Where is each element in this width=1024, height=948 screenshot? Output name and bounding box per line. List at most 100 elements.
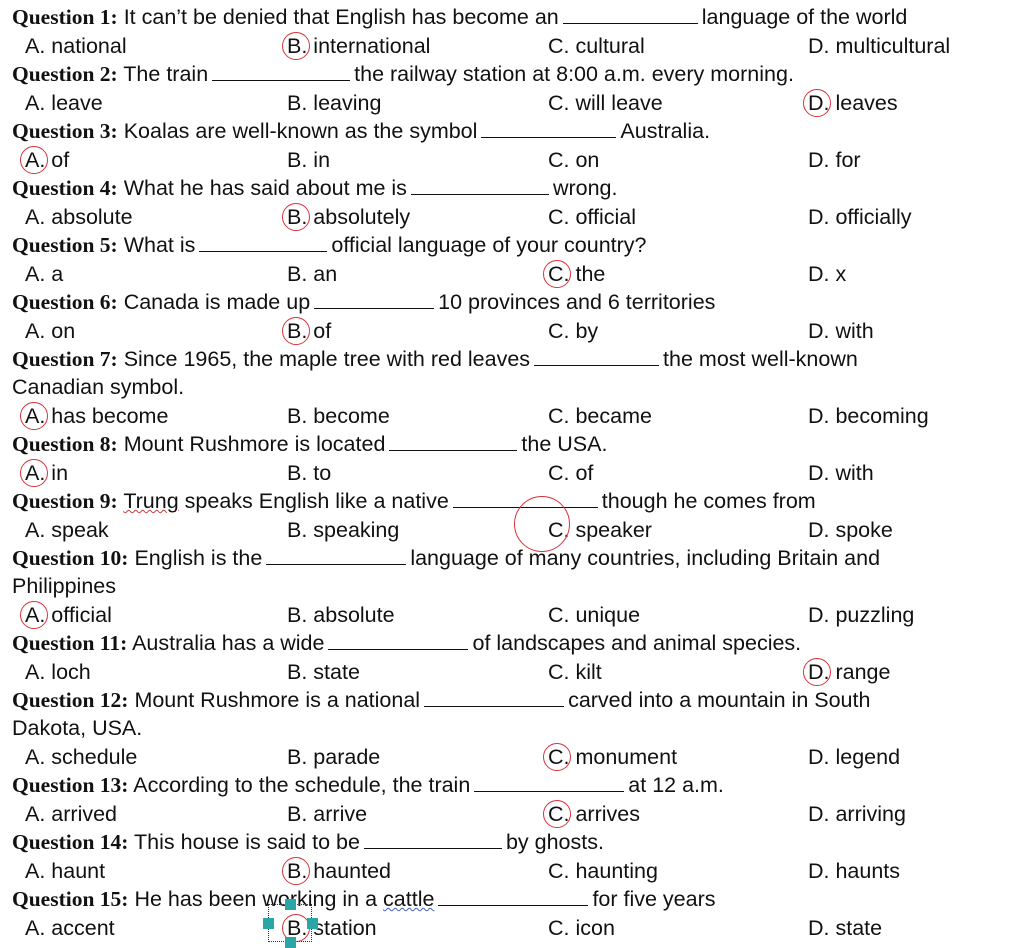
question-stem: Since 1965, the maple tree with red leav…	[117, 347, 531, 371]
option-a[interactable]: A. arrived	[25, 802, 118, 826]
option-a[interactable]: A. loch	[25, 660, 91, 684]
option-d[interactable]: D. range	[803, 658, 890, 686]
option-c[interactable]: C. monument	[543, 743, 677, 771]
option-c[interactable]: C. of	[548, 461, 594, 485]
option-a[interactable]: A. accent	[25, 916, 115, 940]
selection-box[interactable]	[263, 899, 318, 948]
option-c[interactable]: C. on	[548, 148, 600, 172]
option-c[interactable]: C. kilt	[548, 660, 602, 684]
question-9-text: Question 9: Trung speaks English like a …	[12, 488, 1024, 514]
option-d[interactable]: D. arriving	[808, 802, 906, 826]
resize-handle[interactable]	[285, 899, 296, 910]
question-stem: According to the schedule, the train	[128, 773, 471, 797]
option-d[interactable]: D. x	[808, 262, 847, 286]
option-d[interactable]: D. puzzling	[808, 603, 915, 627]
option-b[interactable]: B. international	[282, 32, 430, 60]
resize-handle[interactable]	[307, 918, 318, 929]
option-b[interactable]: B. to	[287, 461, 332, 485]
question-3-options: A. of B. in C. on D. for	[0, 146, 1024, 174]
option-b[interactable]: B. leaving	[287, 91, 382, 115]
option-d[interactable]: D. haunts	[808, 859, 901, 883]
question-stem: What is	[117, 233, 196, 257]
answer-circle-mark	[543, 260, 571, 288]
question-label: Question 4:	[12, 176, 118, 200]
option-a[interactable]: A. speak	[25, 518, 109, 542]
question-label: Question 15:	[12, 887, 129, 911]
option-d[interactable]: D. multicultural	[808, 34, 951, 58]
question-stem: It can’t be denied that English has beco…	[117, 5, 559, 29]
option-c[interactable]: C. icon	[548, 916, 615, 940]
question-stem-end: the USA.	[521, 432, 608, 456]
option-d[interactable]: D. state	[808, 916, 883, 940]
option-b[interactable]: B. arrive	[287, 802, 368, 826]
question-2-options: A. leave B. leaving C. will leave D. leaves	[0, 89, 1024, 117]
option-a[interactable]: A. in	[20, 459, 68, 487]
option-a[interactable]: A. has become	[20, 402, 168, 430]
option-a[interactable]: A. a	[25, 262, 64, 286]
answer-blank	[562, 9, 698, 24]
option-b[interactable]: B. absolute	[287, 603, 395, 627]
option-c[interactable]: C. haunting	[548, 859, 658, 883]
answer-blank	[266, 550, 407, 565]
option-a[interactable]: A. official	[20, 601, 112, 629]
option-a[interactable]: A. schedule	[25, 745, 138, 769]
option-c[interactable]: C. cultural	[548, 34, 645, 58]
option-b[interactable]: B. in	[287, 148, 331, 172]
question-3-text: Question 3: Koalas are well-known as the…	[12, 118, 1024, 144]
option-c[interactable]: C. became	[548, 404, 652, 428]
question-12-continuation: Dakota, USA.	[12, 716, 143, 740]
option-a[interactable]: A. haunt	[25, 859, 106, 883]
question-label: Question 6:	[12, 290, 118, 314]
question-label: Question 10:	[12, 546, 129, 570]
option-c[interactable]: C. speaker	[514, 496, 652, 552]
option-c[interactable]: C. will leave	[548, 91, 663, 115]
option-b[interactable]: B. become	[287, 404, 390, 428]
option-b[interactable]: B. an	[287, 262, 338, 286]
option-c[interactable]: C. the	[543, 260, 605, 288]
option-d[interactable]: D. for	[808, 148, 861, 172]
option-d[interactable]: D. spoke	[808, 518, 893, 542]
question-stem: What he has said about me is	[117, 176, 407, 200]
option-d[interactable]: D. with	[808, 461, 874, 485]
answer-blank	[328, 635, 469, 650]
option-c[interactable]: C. official	[548, 205, 637, 229]
answer-blank	[534, 351, 660, 366]
option-b[interactable]: B. speaking	[287, 518, 400, 542]
option-b[interactable]: B. of	[282, 317, 331, 345]
option-a[interactable]: A. national	[25, 34, 127, 58]
answer-circle-mark	[20, 459, 48, 487]
question-stem-end: Australia.	[620, 119, 711, 143]
resize-handle[interactable]	[285, 937, 296, 948]
option-d[interactable]: D. officially	[808, 205, 912, 229]
question-label: Question 8:	[12, 432, 118, 456]
option-c[interactable]: C. unique	[548, 603, 641, 627]
option-c[interactable]: C. arrives	[543, 800, 640, 828]
question-6-options: A. on B. of C. by D. with	[0, 317, 1024, 345]
answer-circle-mark	[282, 857, 310, 885]
option-d[interactable]: D. with	[808, 319, 874, 343]
resize-handle[interactable]	[263, 918, 274, 929]
option-c[interactable]: C. by	[548, 319, 599, 343]
option-a[interactable]: A. on	[25, 319, 76, 343]
option-b[interactable]: B. state	[287, 660, 360, 684]
option-d[interactable]: D. becoming	[808, 404, 929, 428]
question-stem-end: carved into a mountain in South	[568, 688, 871, 712]
answer-circle-mark	[282, 32, 310, 60]
answer-blank	[474, 777, 625, 792]
question-10-options: A. official B. absolute C. unique D. puzzli…	[0, 601, 1024, 629]
answer-circle-mark	[803, 658, 831, 686]
question-stem-end: wrong.	[552, 176, 618, 200]
option-b[interactable]: B. absolutely	[282, 203, 410, 231]
option-d[interactable]: D. legend	[808, 745, 901, 769]
option-b[interactable]: B. haunted	[282, 857, 391, 885]
question-stem: He has been working in a cattle	[128, 887, 435, 911]
option-a[interactable]: A. leave	[25, 91, 103, 115]
option-b[interactable]: B. parade	[287, 745, 381, 769]
answer-blank	[389, 436, 518, 451]
option-a[interactable]: A. absolute	[25, 205, 133, 229]
option-d[interactable]: D. leaves	[803, 89, 898, 117]
option-a[interactable]: A. of	[20, 146, 69, 174]
